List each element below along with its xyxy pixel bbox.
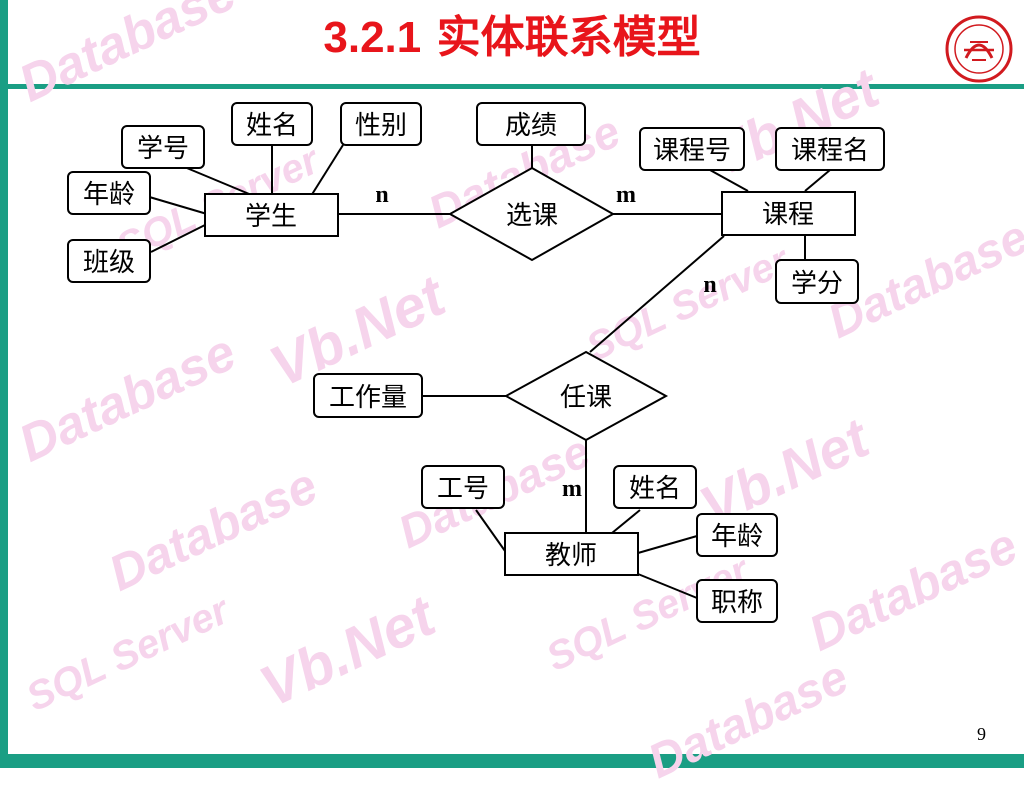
attribute-teacher-name: 姓名	[629, 474, 681, 504]
attribute-teacher-age: 年龄	[711, 522, 763, 552]
attribute-teacher-title: 职称	[711, 588, 763, 618]
attribute-teacher-title-box	[696, 579, 778, 623]
connector-teacher-id	[475, 509, 506, 552]
relationship-teach-diamond	[503, 350, 669, 442]
entity-student	[204, 193, 339, 237]
connector-teacher-name	[611, 509, 641, 534]
university-logo	[945, 15, 1013, 83]
entity-course-label: 课程	[762, 200, 814, 230]
attribute-student-class-box	[67, 239, 151, 283]
slide-title: 3.2.1 实体联系模型	[0, 8, 1024, 68]
connector-course-teach	[589, 235, 725, 353]
relationship-select-diamond	[447, 166, 616, 262]
relationship-select-label: 选课	[506, 201, 558, 231]
cardinality-student: n	[375, 182, 388, 208]
attribute-student-gender: 性别	[355, 111, 407, 141]
attribute-student-id: 学号	[137, 134, 189, 164]
frame-left-bar	[0, 0, 8, 768]
attribute-student-name: 姓名	[246, 111, 298, 141]
attribute-student-id-box	[121, 125, 205, 169]
attribute-teacher-id-box	[421, 465, 505, 509]
attribute-student-gender-box	[340, 102, 422, 146]
attribute-student-name-box	[231, 102, 313, 146]
title-number: 3.2.1	[323, 13, 422, 62]
attribute-grade: 成绩	[505, 111, 557, 141]
attribute-course-name-box	[775, 127, 885, 171]
cardinality-course-teach: n	[703, 272, 716, 298]
attribute-student-age: 年龄	[83, 180, 135, 210]
title-text: 实体联系模型	[436, 12, 701, 63]
attribute-course-name: 课程名	[791, 136, 869, 166]
entity-course	[721, 191, 856, 236]
cardinality-teacher: m	[562, 476, 582, 502]
attribute-credit: 学分	[791, 269, 843, 299]
attribute-course-id-box	[639, 127, 745, 171]
entity-teacher	[504, 532, 639, 576]
connector-student-id	[181, 165, 255, 197]
connector-teacher-title	[637, 573, 698, 599]
entity-student-label: 学生	[245, 202, 297, 232]
entity-teacher-label: 教师	[545, 541, 597, 571]
er-diagram: 学生 课程 教师 选课 任课 姓名 性别 学号 年龄 班级 成绩 课程号 课程名…	[67, 102, 885, 623]
attribute-grade-box	[476, 102, 586, 146]
connector-student-gender	[310, 144, 344, 197]
connector-course-id	[709, 169, 749, 192]
attribute-student-age-box	[67, 171, 151, 215]
attribute-credit-box	[775, 259, 859, 304]
attribute-student-class: 班级	[83, 248, 135, 278]
attribute-teacher-age-box	[696, 513, 778, 557]
attribute-teacher-id: 工号	[437, 474, 489, 504]
title-divider	[8, 84, 1024, 89]
connector-course-name	[804, 169, 831, 192]
connector-student-age	[145, 195, 208, 215]
connector-student-class	[150, 223, 208, 253]
connector-teacher-age	[637, 535, 698, 554]
attribute-workload: 工作量	[329, 383, 407, 413]
relationship-teach-label: 任课	[560, 383, 612, 413]
attribute-teacher-name-box	[613, 465, 697, 509]
attribute-workload-box	[313, 373, 423, 418]
frame-bottom-bar	[0, 754, 1024, 768]
cardinality-course: m	[616, 182, 636, 208]
attribute-course-id: 课程号	[653, 136, 731, 166]
page-number: 9	[977, 724, 986, 744]
